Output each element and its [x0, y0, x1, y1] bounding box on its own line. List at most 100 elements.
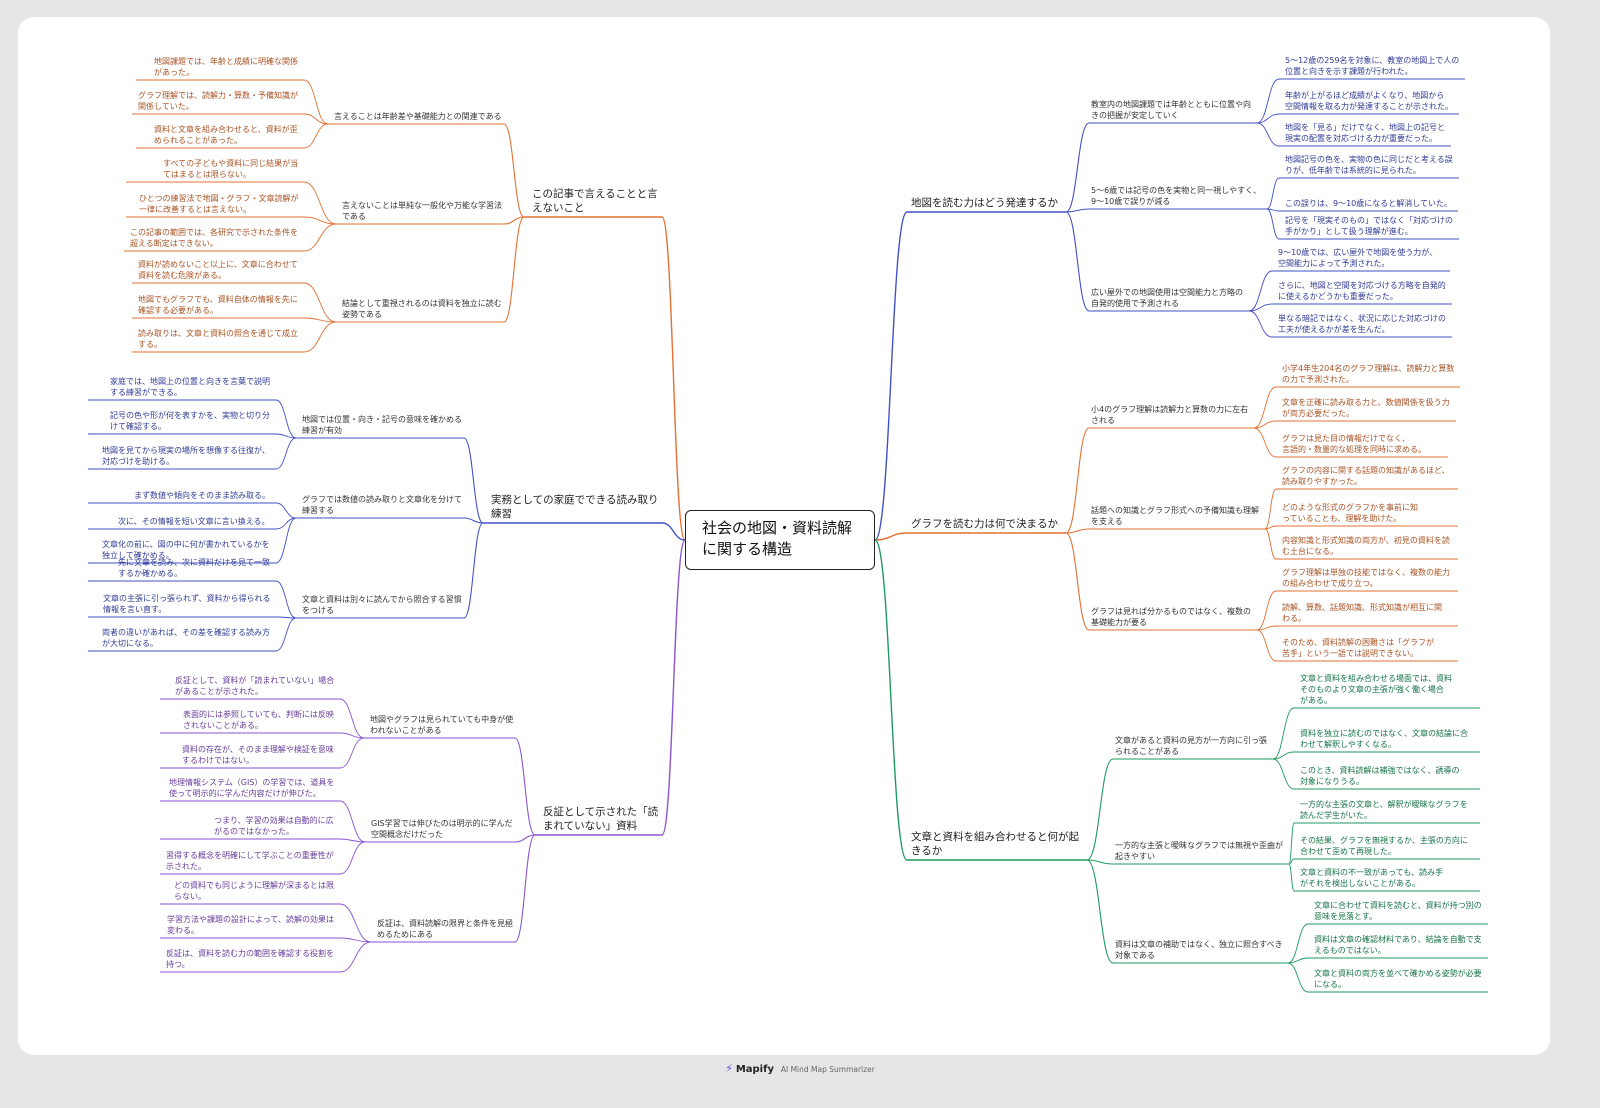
leaf-note[interactable]: 資料を独立に読むのではなく、文章の結論に合 わせて解釈しやすくなる。 [1300, 729, 1468, 749]
subtopic[interactable]: 反証は、資料読解の限界と条件を見極 めるためにある [377, 919, 513, 939]
leaf-note[interactable]: 先に文章を読み、次に資料だけを見て一致 するか確かめる。 [118, 558, 270, 578]
leaf-note[interactable]: この誤りは、9〜10歳になると解消していた。 [1285, 199, 1453, 208]
subtopic[interactable]: 文章があると資料の見方が一方向に引っ張 られることがある [1115, 736, 1267, 756]
leaf-note[interactable]: 両者の違いがあれば、その差を確認する読み方 が大切になる。 [102, 628, 270, 648]
leaf-note[interactable]: 家庭では、地図上の位置と向きを言葉で説明 する練習ができる。 [110, 377, 270, 397]
leaf-note[interactable]: 年齢が上がるほど成績がよくなり、地図から 空間情報を取る力が発達することが示され… [1285, 91, 1453, 111]
mind-map-canvas[interactable]: 社会の地図・資料読解 に関する構造 地図を読む力はどう発達するか 教室内の地図課題… [18, 17, 1550, 1055]
connector-line [874, 211, 1066, 541]
branch-topic[interactable]: 地図を読む力はどう発達するか [911, 197, 1058, 209]
leaf-note[interactable]: 文章と資料の両方を並べて確かめる姿勢が必要 になる。 [1314, 969, 1482, 989]
leaf-note[interactable]: 読解、算数、話題知識、形式知識が相互に関 わる。 [1282, 603, 1442, 623]
leaf-note[interactable]: 学習方法や課題の設計によって、読解の効果は 変わる。 [167, 915, 334, 935]
leaf-note[interactable]: 小学4年生204名のグラフ理解は、読解力と算数 の力で予測された。 [1282, 364, 1455, 384]
leaf-note[interactable]: 9〜10歳では、広い屋外で地図を使う力が、 空間能力によって予測された。 [1278, 248, 1438, 268]
connector-line [88, 580, 297, 619]
leaf-note[interactable]: さらに、地図と空間を対応づける方略を自発的 に使えるかどうかも重要だった。 [1278, 281, 1446, 301]
leaf-note[interactable]: 地図でもグラフでも、資料自体の情報を先に 確認する必要がある。 [138, 295, 298, 315]
subtopic[interactable]: 言えることは年齢差や基礎能力との関連である [334, 112, 502, 121]
connector-line [88, 517, 297, 564]
connector-line [483, 522, 686, 541]
branch-topic[interactable]: グラフを読む力は何で決まるか [911, 518, 1058, 530]
connector-line [160, 941, 372, 973]
connector-line [336, 216, 525, 323]
subtopic[interactable]: 資料は文章の補助ではなく、独立に照合すべき 対象である [1115, 940, 1283, 960]
connector-line [88, 437, 297, 470]
subtopic[interactable]: グラフでは数値の読み取りと文章化を分けて 練習する [302, 495, 462, 515]
leaf-note[interactable]: 次に、その情報を短い文章に言い換える。 [118, 517, 270, 526]
branch-topic[interactable]: この記事で言えることと言 えないこと [532, 188, 658, 214]
leaf-note[interactable]: どの資料でも同じように理解が深まるとは限 らない。 [174, 881, 334, 901]
connector-line [874, 539, 1087, 861]
leaf-note[interactable]: この記事の範囲では、各研究で示された条件を 超える断定はできない。 [130, 228, 298, 248]
leaf-note[interactable]: 表面的には参照していても、判断には反映 されないことがある。 [183, 710, 334, 730]
leaf-note[interactable]: すべての子どもや資料に同じ結果が当 てはまるとは限らない。 [163, 159, 299, 179]
subtopic[interactable]: グラフは見れば分かるものではなく、複数の 基礎能力が要る [1091, 607, 1251, 627]
leaf-note[interactable]: 地図記号の色を、実物の色に同じだと考える誤 りが、低年齢では系統的に見られた。 [1285, 155, 1453, 175]
leaf-note[interactable]: その結果、グラフを無視するか、主張の方向に 合わせて歪めて再現した。 [1300, 836, 1468, 856]
connector-line [160, 698, 365, 739]
subtopic[interactable]: 話題への知識とグラフ形式への予備知識も理解 を支える [1091, 506, 1259, 526]
leaf-note[interactable]: グラフの内容に関する話題の知識があるほど、 読み取りやすかった。 [1282, 466, 1450, 486]
leaf-note[interactable]: そのため、資料読解の困難さは「グラフが 苦手」という一語では説明できない。 [1282, 638, 1434, 658]
subtopic[interactable]: 5〜6歳では記号の色を実物と同一視しやすく、 9〜10歳で誤りが減る [1091, 186, 1262, 206]
leaf-note[interactable]: 資料と文章を組み合わせると、資料が歪 められることがあった。 [154, 125, 298, 145]
leaf-note[interactable]: 習得する概念を明確にして学ぶことの重要性が 示された。 [166, 851, 334, 871]
leaf-note[interactable]: 反証は、資料を読む力の範囲を確認する役割を 持つ。 [166, 949, 334, 969]
leaf-note[interactable]: どのような形式のグラフかを事前に知 っていることも、理解を助けた。 [1282, 503, 1418, 523]
leaf-note[interactable]: 読み取りは、文章と資料の照合を通じて成立 する。 [138, 329, 298, 349]
leaf-note[interactable]: 資料は文章の確認材料であり、結論を自動で支 えるものではない。 [1314, 935, 1482, 955]
leaf-note[interactable]: 地図を「見る」だけでなく、地図上の記号と 現実の配置を対応づける力が重要だった。 [1285, 123, 1445, 143]
subtopic[interactable]: 地図やグラフは見られていても中身が使 われないことがある [370, 715, 514, 735]
leaf-note[interactable]: 文章の主張に引っ張られず、資料から得られる 情報を言い直す。 [103, 594, 271, 614]
subtopic[interactable]: 文章と資料は別々に読んでから照合する習慣 をつける [302, 595, 462, 615]
leaf-note[interactable]: つまり、学習の効果は自動的に広 がるのではなかった。 [214, 816, 334, 836]
connector-line [1248, 270, 1450, 312]
connector-line [88, 517, 297, 530]
leaf-note[interactable]: 地図課題では、年齢と成績に明確な関係 があった。 [154, 57, 298, 77]
subtopic[interactable]: 一方的な主張と曖昧なグラフでは無視や歪曲が 起きやすい [1115, 841, 1283, 861]
branch-topic[interactable]: 反証として示された「読 まれていない」資料 [543, 806, 659, 832]
leaf-note[interactable]: 地図を見てから現実の場所を想像する往復が、 対応づけを助ける。 [102, 446, 270, 466]
subtopic[interactable]: 小4のグラフ理解は読解力と算数の力に左右 される [1091, 405, 1249, 425]
leaf-note[interactable]: グラフ理解では、読解力・算数・予備知識が 関係していた。 [138, 91, 298, 111]
leaf-note[interactable]: 地理情報システム（GIS）の学習では、道具を 使って明示的に学んだ内容だけが伸び… [169, 778, 335, 798]
connector-line [1065, 211, 1249, 312]
branch-topic[interactable]: 文章と資料を組み合わせると何が起 きるか [911, 831, 1079, 857]
connector-line [1253, 386, 1460, 429]
leaf-note[interactable]: グラフ理解は単独の技能ではなく、複数の能力 の組み合わせで成り立つ。 [1282, 568, 1450, 588]
connector-line [1272, 707, 1480, 760]
leaf-note[interactable]: 反証として、資料が「読まれていない」場合 があることが示された。 [175, 676, 335, 696]
leaf-note[interactable]: 記号の色や形が何を表すかを、実物と切り分 けて確認する。 [110, 411, 270, 431]
leaf-note[interactable]: 文章化の前に、図の中に何が書かれているかを 独立して確かめる。 [102, 540, 270, 560]
leaf-note[interactable]: ひとつの練習法で地図・グラフ・文章読解が 一律に改善するとは言えない。 [139, 194, 299, 214]
subtopic[interactable]: 結論として重視されるのは資料を独立に読む 姿勢である [342, 299, 502, 319]
leaf-note[interactable]: 資料の存在が、そのまま理解や検証を意味 するわけではない。 [182, 745, 334, 765]
leaf-note[interactable]: 一方的な主張の文章と、解釈が曖昧なグラフを 読んだ学生がいた。 [1300, 800, 1468, 820]
subtopic[interactable]: 地図では位置・向き・記号の意味を確かめる 練習が有効 [302, 415, 462, 435]
leaf-note[interactable]: 文章を正確に読み取る力と、数値関係を扱う力 が両方必要だった。 [1282, 398, 1450, 418]
subtopic[interactable]: 教室内の地図課題では年齢とともに位置や向 きの把握が安定していく [1091, 100, 1251, 120]
leaf-note[interactable]: このとき、資料読解は補強ではなく、誘導の 対象になりうる。 [1300, 766, 1460, 786]
connector-line [1288, 863, 1480, 892]
leaf-note[interactable]: 内容知識と形式知識の両方が、初見の資料を読 む土台になる。 [1282, 536, 1450, 556]
leaf-note[interactable]: 5〜12歳の259名を対象に、教室の地図上で人の 位置と向きを示す課題が行われた… [1285, 56, 1460, 76]
subtopic[interactable]: 言えないことは単純な一般化や万能な学習法 である [342, 201, 502, 221]
leaf-note[interactable]: 文章に合わせて資料を読むと、資料が持つ別の 意味を見落とす。 [1314, 901, 1482, 921]
central-topic[interactable]: 社会の地図・資料読解 に関する構造 [685, 510, 875, 570]
leaf-note[interactable]: まず数値や傾向をそのまま読み取る。 [134, 491, 270, 500]
connector-line [88, 616, 297, 619]
leaf-note[interactable]: 単なる暗記ではなく、状況に応じた対応づけの 工夫が使えるかが差を生んだ。 [1278, 314, 1446, 334]
leaf-note[interactable]: 資料が読めないこと以上に、文章に合わせて 資料を読む危険がある。 [138, 260, 298, 280]
leaf-note[interactable]: グラフは見た目の情報だけでなく、 言語的・数量的な処理を同時に求める。 [1282, 434, 1426, 454]
subtopic[interactable]: 広い屋外での地図使用は空間能力と方略の 自発的使用で予測される [1091, 288, 1243, 308]
leaf-note[interactable]: 記号を「現実そのもの」ではなく「対応づけの 手がかり」として扱う理解が進む。 [1285, 216, 1453, 236]
branch-topic[interactable]: 実務としての家庭でできる読み取り 練習 [491, 494, 659, 520]
connector-line [874, 532, 1066, 541]
leaf-note[interactable]: 文章と資料の不一致があっても、読み手 がそれを検出しないことがある。 [1300, 868, 1443, 888]
footer-brand[interactable]: Mapify [735, 1064, 774, 1075]
connector-line [132, 113, 329, 125]
subtopic[interactable]: GIS学習では伸びたのは明示的に学んだ 空間概念だけだった [371, 819, 513, 839]
connector-line [132, 282, 337, 323]
leaf-note[interactable]: 文章と資料を組み合わせる場面では、資料 そのものより文章の主張が強く働く場合 が… [1300, 674, 1452, 705]
